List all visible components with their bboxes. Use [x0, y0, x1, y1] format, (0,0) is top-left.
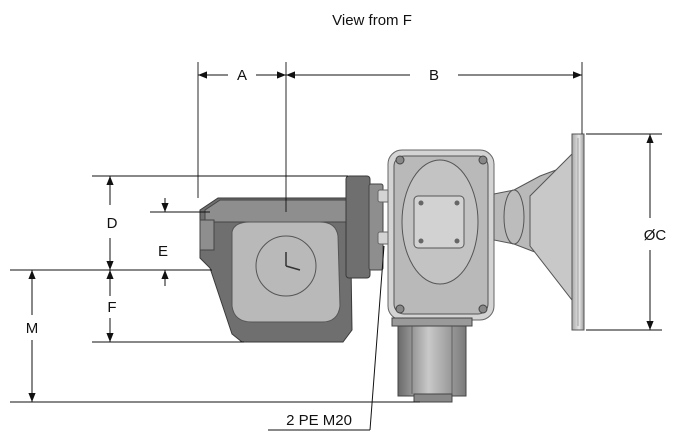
dimension-f-label: F	[107, 299, 116, 316]
actuator-illustration	[199, 133, 585, 403]
callout-leader-line	[369, 245, 385, 431]
dimension-b-label: B	[429, 67, 439, 84]
dimension-m-label: M	[26, 320, 39, 337]
dimension-a-label: A	[237, 67, 247, 84]
view-title: View from F	[332, 12, 412, 29]
cable-entry-callout: 2 PE M20	[286, 412, 352, 429]
dimension-d-label: D	[107, 215, 118, 232]
dimension-c-label: ØC	[644, 227, 667, 244]
dimension-e-label: E	[158, 243, 168, 260]
